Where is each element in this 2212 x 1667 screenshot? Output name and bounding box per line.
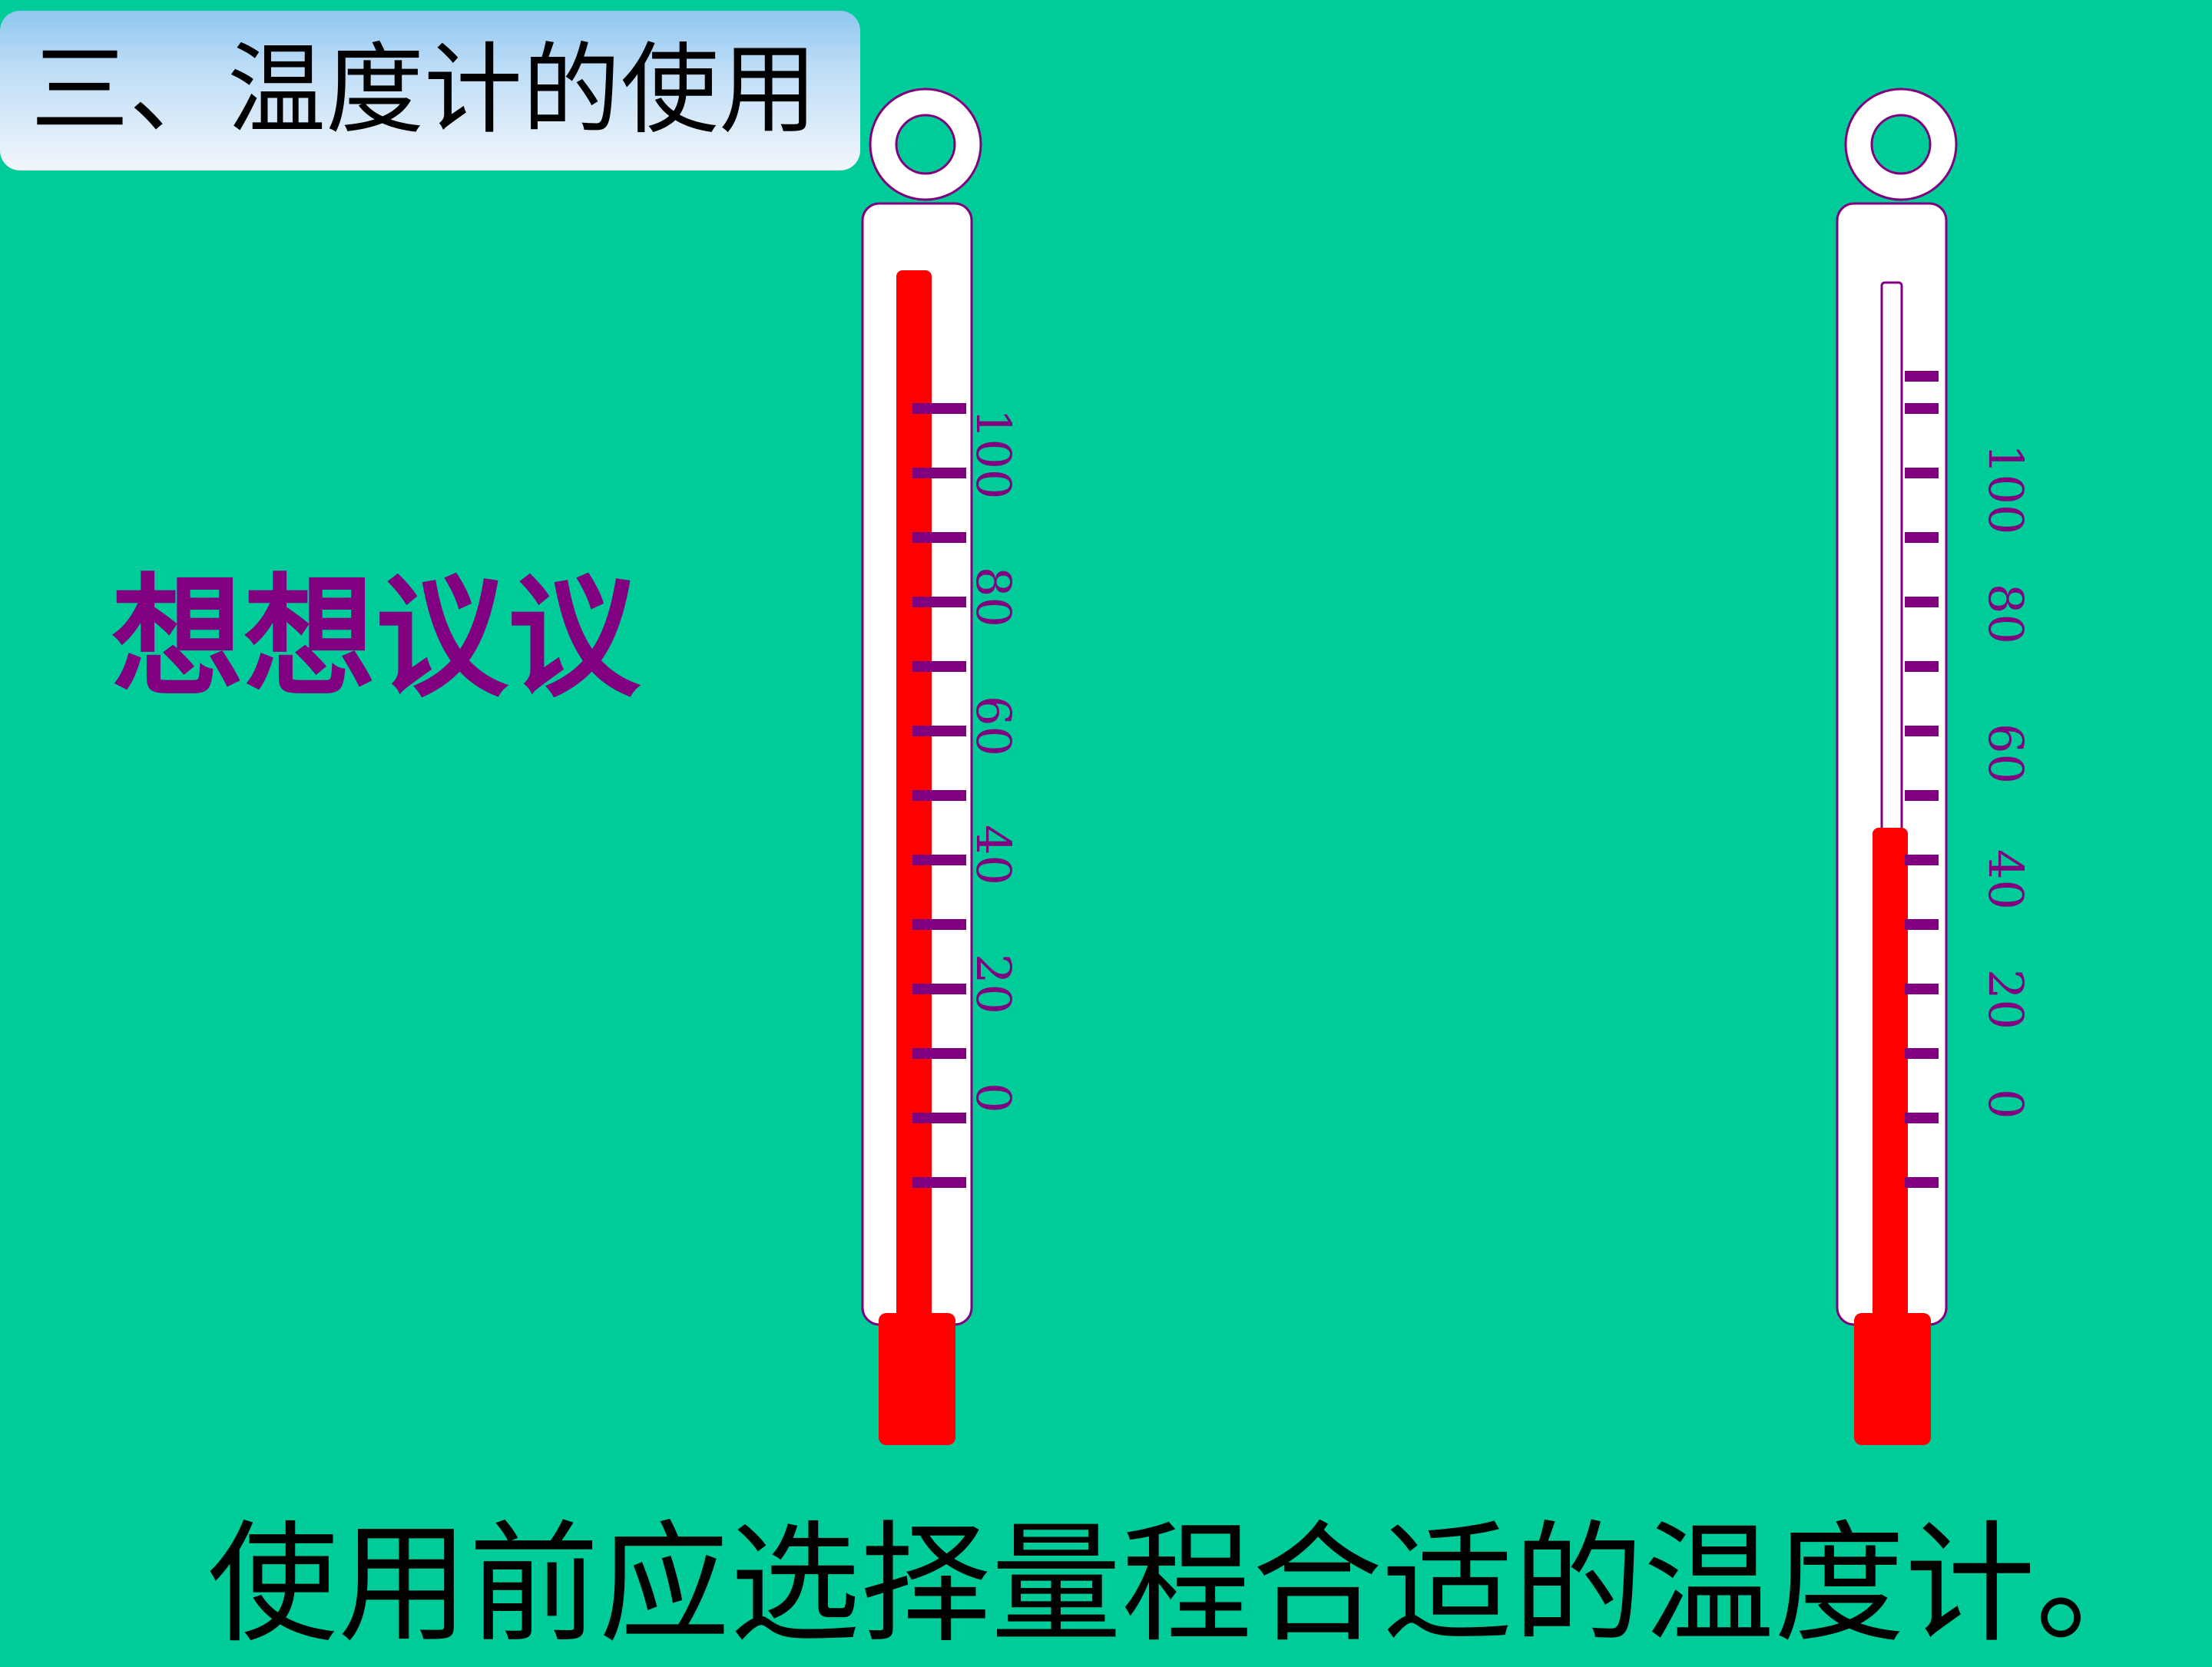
hang-ring-right: [1844, 88, 1958, 201]
bulb-left: [879, 1313, 955, 1445]
scale-label: 40: [1978, 849, 2034, 910]
thermometer-left: 100 80 60 40 20 0: [861, 88, 1022, 1445]
mercury-column-left: [896, 270, 932, 1353]
title-banner: 三、温度计的使用: [0, 11, 860, 170]
mercury-column-right: [1873, 828, 1908, 1358]
thermometer-right: 100 80 60 40 20 0: [1836, 88, 2034, 1445]
scale-label: 100: [1978, 444, 2034, 534]
prompt-heading: 想想议议: [111, 561, 640, 715]
scale-label: 60: [1978, 723, 2034, 784]
scale-label: 40: [965, 825, 1022, 885]
scale-label: 20: [1978, 969, 2034, 1030]
scale-label: 60: [965, 696, 1022, 756]
scale-label: 20: [965, 954, 1022, 1014]
scale-ticks-left: [912, 403, 966, 1188]
scale-label: 100: [965, 408, 1022, 499]
scale-label: 0: [965, 1083, 1022, 1113]
scale-label: 80: [1978, 584, 2034, 644]
thermometer-body-right: [1836, 202, 1948, 1326]
scale-label: 80: [965, 567, 1022, 627]
scale-labels-left: 100 80 60 40 20 0: [965, 408, 1022, 1113]
slide-title: 三、温度计的使用: [31, 33, 818, 147]
scale-ticks-right: [1905, 371, 1939, 1188]
scale-labels-right: 100 80 60 40 20 0: [1978, 444, 2034, 1119]
hang-ring-left: [869, 88, 982, 201]
scale-label: 0: [1978, 1089, 2034, 1119]
bulb-right: [1854, 1313, 1931, 1445]
thermometer-body-left: [861, 202, 973, 1326]
capillary-right: [1880, 281, 1903, 1328]
slide-caption: 使用前应选择量程合适的温度计。: [207, 1509, 2167, 1661]
